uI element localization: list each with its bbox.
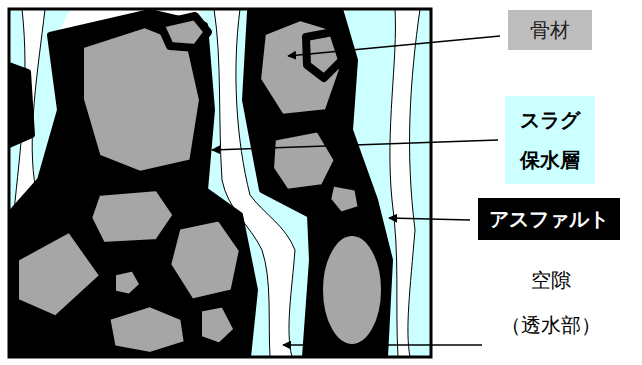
asphalt-label-box: アスファルト bbox=[478, 198, 620, 240]
leader-line bbox=[389, 218, 470, 220]
label-text: スラグ 保水層 bbox=[520, 100, 580, 180]
void-label: 空隙 （透水部） bbox=[501, 258, 601, 348]
leader-line bbox=[288, 36, 500, 56]
leader-lines bbox=[212, 36, 500, 345]
aggregate-label-box: 骨材 bbox=[508, 10, 592, 50]
aggregate-stones bbox=[15, 16, 385, 356]
leader-line bbox=[283, 344, 482, 346]
slag-water-layer bbox=[9, 9, 431, 357]
label-text: 骨材 bbox=[530, 18, 570, 42]
leader-line bbox=[212, 140, 498, 150]
section-body bbox=[9, 9, 431, 357]
section-frame bbox=[9, 9, 431, 357]
label-text: アスファルト bbox=[489, 207, 609, 231]
section-ground bbox=[9, 9, 431, 357]
slag-layer-label-box: スラグ 保水層 bbox=[505, 96, 595, 184]
asphalt-binder bbox=[9, 9, 390, 357]
